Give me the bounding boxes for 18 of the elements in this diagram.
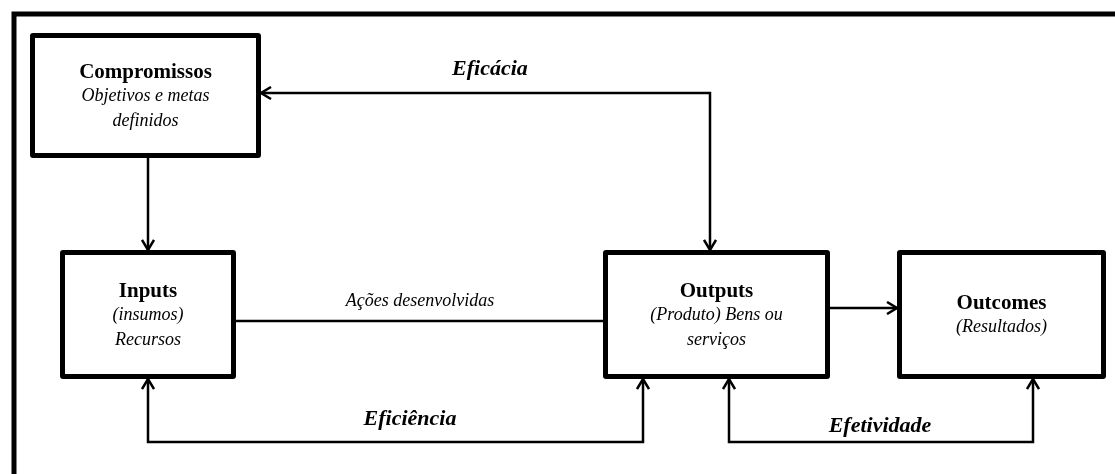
arrow [140,377,651,444]
process-box [60,250,236,379]
box-description: (Produto) Bens ou serviços [649,303,784,351]
arrow [721,377,1041,444]
process-box [603,250,830,379]
box-description: (insumos) Recursos [111,303,185,351]
commitment-box [30,33,261,158]
arrow [140,158,156,252]
box-description: (Resultados) [956,315,1047,339]
arrow [830,300,899,316]
box-title: Outcomes [956,290,1047,315]
box-title: Outputs [679,278,754,303]
box-description: Objetivos e metas definidos [80,84,211,132]
box-title: Compromissos [79,59,212,84]
arrow [259,85,718,252]
process-box [897,250,1106,379]
box-title: Inputs [118,278,178,303]
connector-line [236,319,603,323]
